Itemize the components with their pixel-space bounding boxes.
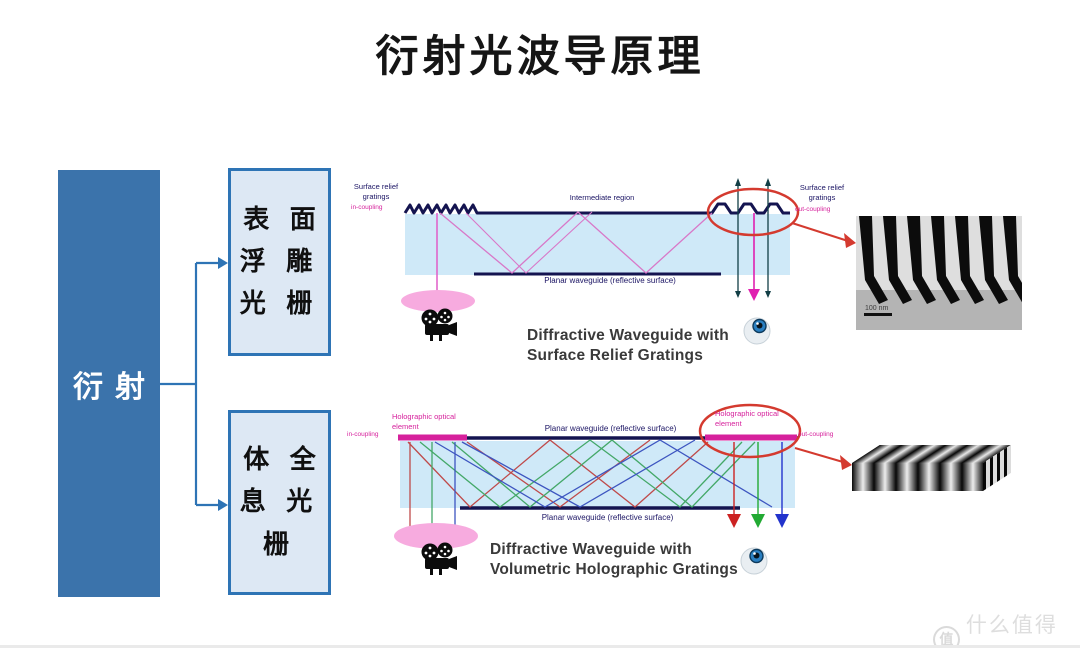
eye-icon: [743, 317, 771, 345]
arrowhead-to-branch1: [218, 257, 228, 269]
label-intermediate-region: Intermediate region: [569, 193, 635, 202]
holographic-waveguide-diagram: [394, 403, 852, 575]
projector-icon: [421, 308, 457, 341]
label-in-coupling-bottom: in-coupling: [347, 431, 379, 438]
sem-scale-label: 100 nm: [865, 305, 889, 312]
outcoupled-rgb-arrows: [727, 442, 789, 528]
tir-ray-path-2: [465, 211, 593, 274]
red-callout-arrowhead: [844, 233, 856, 248]
bottom-divider: [0, 645, 1080, 648]
waveguide-slab: [405, 214, 790, 275]
sem-micrograph: 100 nm: [856, 216, 1022, 330]
red-circle-annotation: [698, 403, 802, 459]
red-callout-line: [791, 222, 849, 242]
flowchart-connector: [160, 257, 228, 511]
red-callout-arrowhead: [840, 455, 852, 470]
label-planar-waveguide-top-diagram: Planar waveguide (reflective surface): [544, 276, 676, 285]
projector-icon: [421, 542, 457, 575]
sem-grating-fins: [859, 216, 1022, 304]
slab-front-face: [852, 463, 983, 491]
flowchart-root-box: 衍射: [58, 170, 160, 597]
surface-relief-waveguide-diagram: [401, 178, 856, 345]
light-beam-spot: [394, 523, 478, 549]
outcoupled-arrows: [735, 178, 771, 301]
sem-scale-bar: [864, 313, 892, 316]
label-planar-waveguide-lower: Planar waveguide (reflective surface): [541, 513, 674, 522]
connector-lines: [160, 261, 218, 507]
label-out-coupling-bottom: out-coupling: [798, 431, 834, 438]
label-out-coupling-top: out-coupling: [795, 206, 831, 213]
label-holographic-element-left: Holographic optical element: [392, 412, 456, 431]
label-surface-relief-gratings-left: Surface relief gratings: [353, 182, 399, 201]
red-callout-line: [794, 447, 844, 463]
eye-icon: [740, 547, 768, 575]
label-in-coupling-top: in-coupling: [351, 204, 383, 211]
waveguide-top-surface-with-gratings: [403, 202, 790, 215]
label-planar-waveguide-upper: Planar waveguide (reflective surface): [544, 424, 677, 433]
label-surface-relief-gratings-right: Surface relief gratings: [799, 183, 845, 202]
flowchart-branch-surface-relief: 表 面 浮 雕 光 栅: [228, 168, 331, 356]
flowchart-branch-volume-holographic: 体 全 息 光 栅: [228, 410, 331, 595]
light-beam-spot: [401, 290, 475, 312]
watermark-text: 什么值得买: [965, 614, 1058, 648]
volume-grating-3d-slab: [845, 440, 1023, 504]
label-holographic-element-right: Holographic optical element: [715, 409, 779, 428]
page-title: 衍射光波导原理: [375, 33, 705, 81]
caption-surface-relief: Diffractive Waveguide with Surface Relie…: [527, 327, 729, 365]
flowchart-root-label: 衍射: [73, 370, 157, 404]
watermark-badge-icon: 值: [933, 625, 960, 648]
red-circle-annotation: [706, 187, 800, 237]
arrowhead-to-branch2: [218, 499, 228, 511]
watermark: 值 什么值得买: [933, 609, 1080, 648]
tir-ray-path: [439, 211, 713, 274]
rgb-ray-paths: [407, 439, 773, 530]
caption-volumetric-holographic: Diffractive Waveguide with Volumetric Ho…: [490, 541, 738, 579]
